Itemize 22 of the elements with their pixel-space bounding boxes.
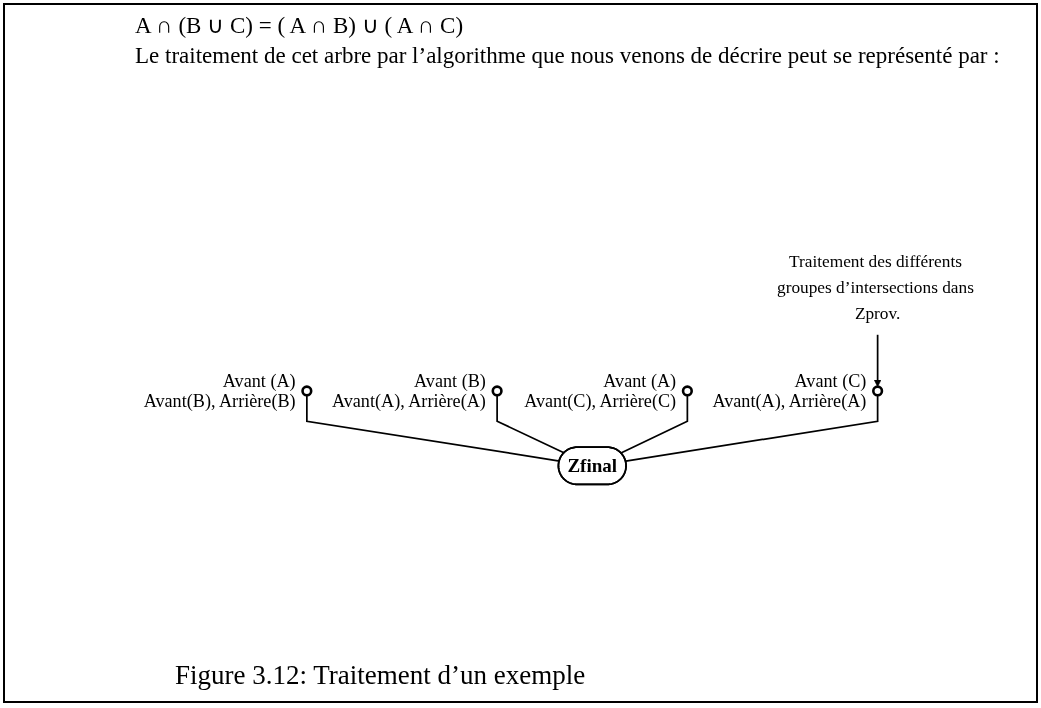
intro-paragraph: Le traitement de cet arbre par l’algorithme que nous venons de décrire peut se représenté par : — [135, 42, 1001, 70]
connector-line — [306, 394, 561, 463]
circle-label: Avant(B), Arrière(B) — [143, 391, 296, 412]
annotation-text: Traitement des différents groupes d’intersections dans Zprov. — [777, 252, 974, 324]
terminal-node: Zfinal — [557, 446, 627, 486]
connector-line — [624, 394, 879, 463]
connector-line — [620, 394, 689, 455]
circle-label: Avant(C), Arrière(C) — [524, 391, 677, 412]
circle-label: Avant (B) — [414, 371, 486, 392]
figure-caption: Figure 3.12: Traitement d’un exemple — [174, 660, 587, 691]
circle-node — [491, 385, 503, 398]
circle-label: Avant (C) — [794, 371, 867, 392]
arrow — [873, 334, 882, 388]
circle-label: Avant (A) — [603, 371, 677, 392]
circle-label: Avant(A), Arrière(A) — [712, 391, 867, 412]
circle-label: Avant(A), Arrière(A) — [331, 391, 486, 412]
circle-node — [681, 385, 693, 398]
circle-label: Avant (A) — [222, 371, 296, 392]
circle-node — [872, 385, 884, 398]
connector-line — [496, 394, 566, 455]
equation-text: A ∩ (B ∪ C) = ( A ∩ B) ∪ ( A ∩ C) — [135, 12, 465, 40]
circle-node — [301, 385, 313, 398]
